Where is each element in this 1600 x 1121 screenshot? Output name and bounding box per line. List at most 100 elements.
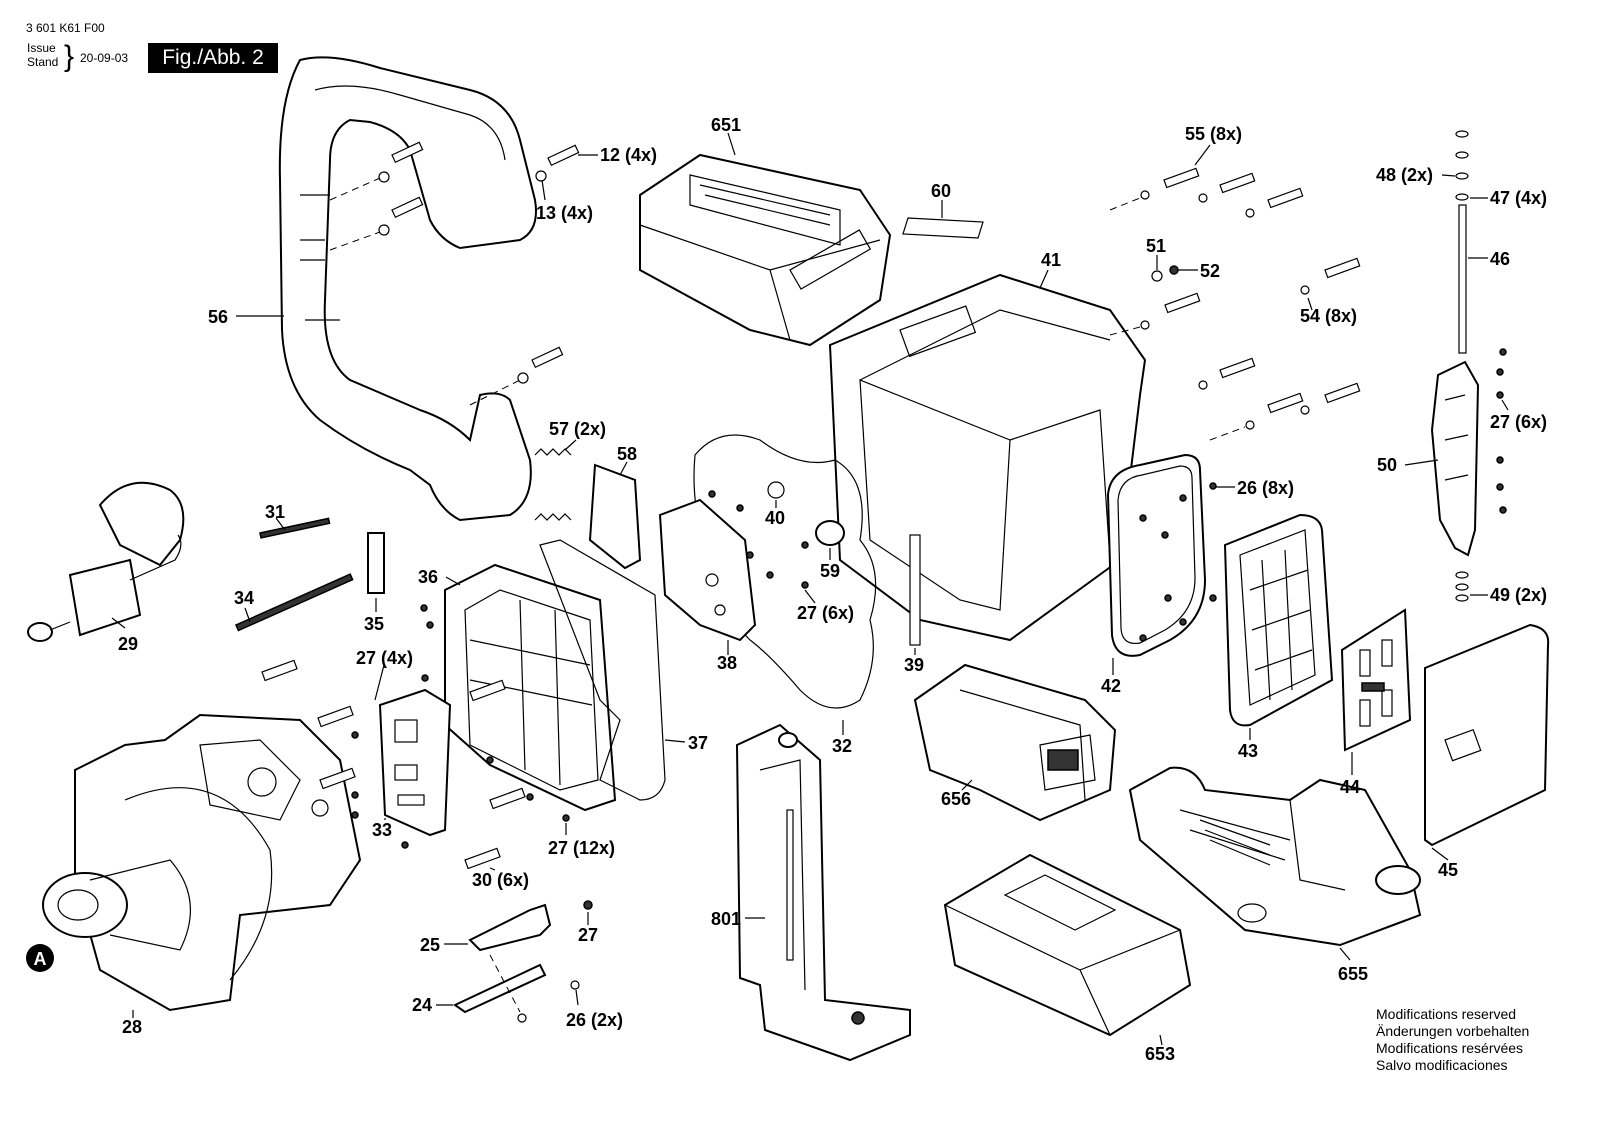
callout-30: 30 (6x): [472, 870, 529, 890]
part-55-screws: [1109, 167, 1361, 441]
callout-58: 58: [617, 444, 637, 464]
issue-date: 20-09-03: [80, 51, 129, 65]
callout-57: 57 (2x): [549, 419, 606, 439]
part-56-handle: [278, 56, 537, 522]
figure-label: Fig./Abb. 2: [148, 43, 278, 73]
part-26-screw-b: [570, 980, 580, 990]
callout-60: 60: [931, 181, 951, 201]
callout-653: 653: [1145, 1044, 1175, 1064]
part-24-lever: [453, 963, 547, 1014]
callout-46: 46: [1490, 249, 1510, 269]
callout-26-8x: 26 (8x): [1237, 478, 1294, 498]
leader-lines: [111, 132, 1509, 1046]
callout-42: 42: [1101, 676, 1121, 696]
part-60-label: [902, 217, 984, 239]
modifications-note: Modifications reserved Änderungen vorbeh…: [1376, 1006, 1529, 1074]
part-51-washer: [1151, 270, 1163, 282]
callout-37: 37: [688, 733, 708, 753]
part-35-plate: [367, 532, 385, 594]
issue-label: Issue: [27, 41, 56, 55]
callout-49: 49 (2x): [1490, 585, 1547, 605]
part-42-gasket: [1106, 453, 1207, 657]
part-656-adapter: [913, 663, 1117, 822]
modifications-line: Änderungen vorbehalten: [1376, 1023, 1530, 1039]
part-41-housing: [828, 273, 1147, 642]
callout-28: 28: [122, 1017, 142, 1037]
part-12-screws: [329, 141, 580, 406]
callout-43: 43: [1238, 741, 1258, 761]
callout-47: 47 (4x): [1490, 188, 1547, 208]
callout-labels: 12 (4x) 13 (4x) 56 651 60 41 55 (8x) 51 …: [118, 115, 1547, 1064]
callout-40: 40: [765, 508, 785, 528]
part-27-screws: [351, 604, 593, 910]
part-39-strip: [909, 534, 921, 646]
callout-48: 48 (2x): [1376, 165, 1433, 185]
callout-34: 34: [234, 588, 254, 608]
callout-27-4x: 27 (4x): [356, 648, 413, 668]
callout-35: 35: [364, 614, 384, 634]
callout-25: 25: [420, 935, 440, 955]
part-34-bar: [235, 573, 354, 632]
callout-54: 54 (8x): [1300, 306, 1357, 326]
callout-29: 29: [118, 634, 138, 654]
marker-label: A: [34, 949, 47, 969]
part-651-battery-pack: [639, 153, 892, 347]
part-801-stand: [735, 723, 911, 1062]
callout-27-single: 27: [578, 925, 598, 945]
callout-45: 45: [1438, 860, 1458, 880]
part-45-cover: [1424, 623, 1550, 847]
callout-52: 52: [1200, 261, 1220, 281]
callout-27-12x: 27 (12x): [548, 838, 615, 858]
part-30-screws: [261, 659, 526, 870]
part-40-plug: [767, 481, 785, 499]
callout-13: 13 (4x): [536, 203, 593, 223]
part-653-charger: [943, 853, 1192, 1037]
callout-31: 31: [265, 502, 285, 522]
part-36-base-plate: [444, 563, 617, 812]
part-43-rear-plate: [1223, 513, 1334, 727]
part-31-bar: [259, 517, 331, 539]
callout-51: 51: [1146, 236, 1166, 256]
callout-27-6x-right: 27 (6x): [1490, 412, 1547, 432]
part-59-cap: [815, 520, 845, 546]
brace-glyph: }: [64, 40, 75, 73]
callout-33: 33: [372, 820, 392, 840]
part-38-mount-block: [658, 490, 809, 642]
part-37-gasket: [539, 539, 666, 801]
callout-55: 55 (8x): [1185, 124, 1242, 144]
callout-38: 38: [717, 653, 737, 673]
callout-655: 655: [1338, 964, 1368, 984]
callout-27-6x-center: 27 (6x): [797, 603, 854, 623]
part-44-bracket: [1340, 608, 1412, 752]
modifications-line: Modifications reserved: [1376, 1006, 1517, 1022]
callout-651: 651: [711, 115, 741, 135]
modifications-line: Modifications resérvées: [1376, 1040, 1524, 1056]
callout-36: 36: [418, 567, 438, 587]
callout-26-2x: 26 (2x): [566, 1010, 623, 1030]
part-655-receiver-mount: [1128, 766, 1422, 947]
callout-44: 44: [1340, 777, 1360, 797]
part-46-rod: [1455, 130, 1469, 602]
callout-50: 50: [1377, 455, 1397, 475]
part-26-screws: [1139, 482, 1217, 642]
callout-59: 59: [820, 561, 840, 581]
callout-24: 24: [412, 995, 432, 1015]
part-58-clip: [588, 463, 642, 570]
callout-32: 32: [832, 736, 852, 756]
callout-12: 12 (4x): [600, 145, 657, 165]
part-26-screw-a: [517, 1013, 527, 1023]
marker-circle: [26, 944, 54, 972]
part-50-hinge-bracket: [1430, 348, 1507, 557]
part-52-screw: [1169, 265, 1179, 275]
callout-801: 801: [711, 909, 741, 929]
callout-41: 41: [1041, 250, 1061, 270]
callout-656: 656: [941, 789, 971, 809]
part-28-chassis: [42, 713, 362, 1012]
callout-39: 39: [904, 655, 924, 675]
document-number: 3 601 K61 F00: [26, 21, 105, 35]
part-25-lever: [468, 903, 552, 952]
modifications-line: Salvo modificaciones: [1376, 1057, 1508, 1073]
part-33-circuit-board: [378, 688, 452, 837]
part-57-springs: [534, 448, 572, 521]
